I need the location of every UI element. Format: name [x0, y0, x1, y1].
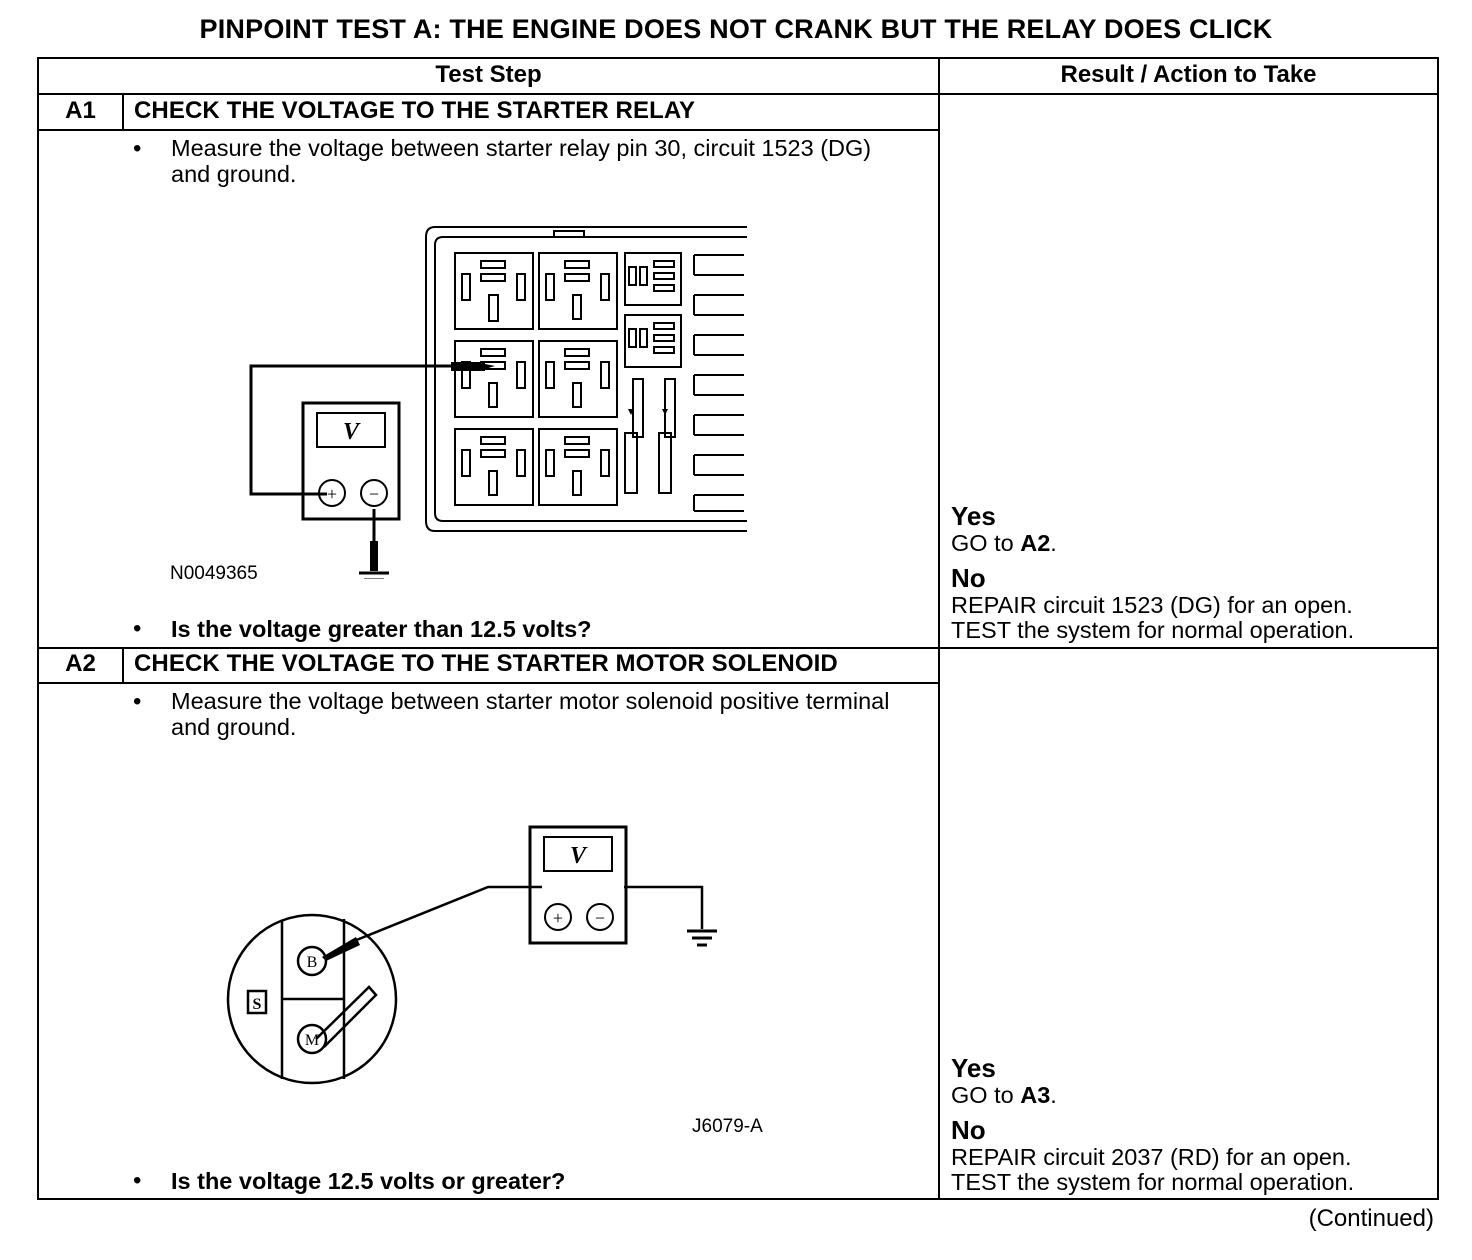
column-divider — [938, 59, 940, 1198]
step-a1-yes-action: GO to A2. — [951, 530, 1057, 556]
step-a1-figure: V + − — [249, 226, 747, 579]
step-a1-meter-symbol: V — [343, 419, 361, 445]
step-a2-yes-action: GO to A3. — [951, 1082, 1057, 1108]
step-a2-question-bullet: • — [133, 1167, 142, 1194]
step-a2-no-action: REPAIR circuit 2037 (RD) for an open. TE… — [951, 1144, 1355, 1195]
step-a1-plus-symbol: + — [327, 484, 337, 504]
step-a1-no-label: No — [951, 563, 986, 593]
step-a1-instruction: Measure the voltage between starter rela… — [171, 135, 872, 187]
step-a2-figure: B M S V + − — [226, 825, 717, 1085]
step-a2-minus-symbol: − — [595, 908, 605, 928]
step-a2-title-underline — [39, 682, 938, 684]
header-test-step: Test Step — [435, 61, 542, 88]
step-a2-meter-symbol: V — [570, 843, 588, 869]
header-divider — [39, 93, 1437, 95]
step-a2-terminal-m: M — [305, 1032, 319, 1049]
step-a1-bullet: • — [133, 135, 142, 162]
step-a2-bullet: • — [133, 688, 142, 715]
step-a2-terminal-b: B — [307, 954, 318, 971]
header-result-action: Result / Action to Take — [1060, 61, 1317, 88]
continued-label: (Continued) — [1308, 1205, 1434, 1232]
step-a2-id-divider — [122, 649, 124, 682]
step-a2-yes-label: Yes — [951, 1053, 996, 1083]
step-a2-no-label: No — [951, 1115, 986, 1145]
step-a2-instruction: Measure the voltage between starter moto… — [171, 688, 890, 740]
pinpoint-test-table: Test Step Result / Action to Take A1 CHE… — [37, 57, 1439, 1200]
step-a1-id: A1 — [65, 97, 96, 124]
step-a1-figure-code: N0049365 — [170, 563, 258, 584]
step-a1-yes-target: A2 — [1020, 530, 1051, 556]
step-a2-terminal-s: S — [253, 996, 262, 1013]
step-a1-title-underline — [39, 129, 938, 131]
step-a1-title: CHECK THE VOLTAGE TO THE STARTER RELAY — [134, 97, 696, 124]
step-a1-no-action: REPAIR circuit 1523 (DG) for an open. TE… — [951, 592, 1355, 643]
step-a2-figure-code: J6079-A — [692, 1116, 763, 1137]
step-a2-plus-symbol: + — [553, 908, 563, 928]
step-a2-question: Is the voltage 12.5 volts or greater? — [171, 1168, 566, 1194]
step-row-divider — [39, 647, 1437, 649]
step-a1-question-bullet: • — [133, 615, 142, 642]
step-a1-question: Is the voltage greater than 12.5 volts? — [171, 616, 592, 642]
step-a2-title: CHECK THE VOLTAGE TO THE STARTER MOTOR S… — [134, 650, 838, 677]
step-a1-id-divider — [122, 95, 124, 129]
step-a2-yes-target: A3 — [1020, 1082, 1051, 1108]
page-title: PINPOINT TEST A: THE ENGINE DOES NOT CRA… — [199, 14, 1273, 44]
step-a1-yes-label: Yes — [951, 501, 996, 531]
step-a1-minus-symbol: − — [369, 484, 379, 504]
step-a2-id: A2 — [65, 650, 96, 677]
